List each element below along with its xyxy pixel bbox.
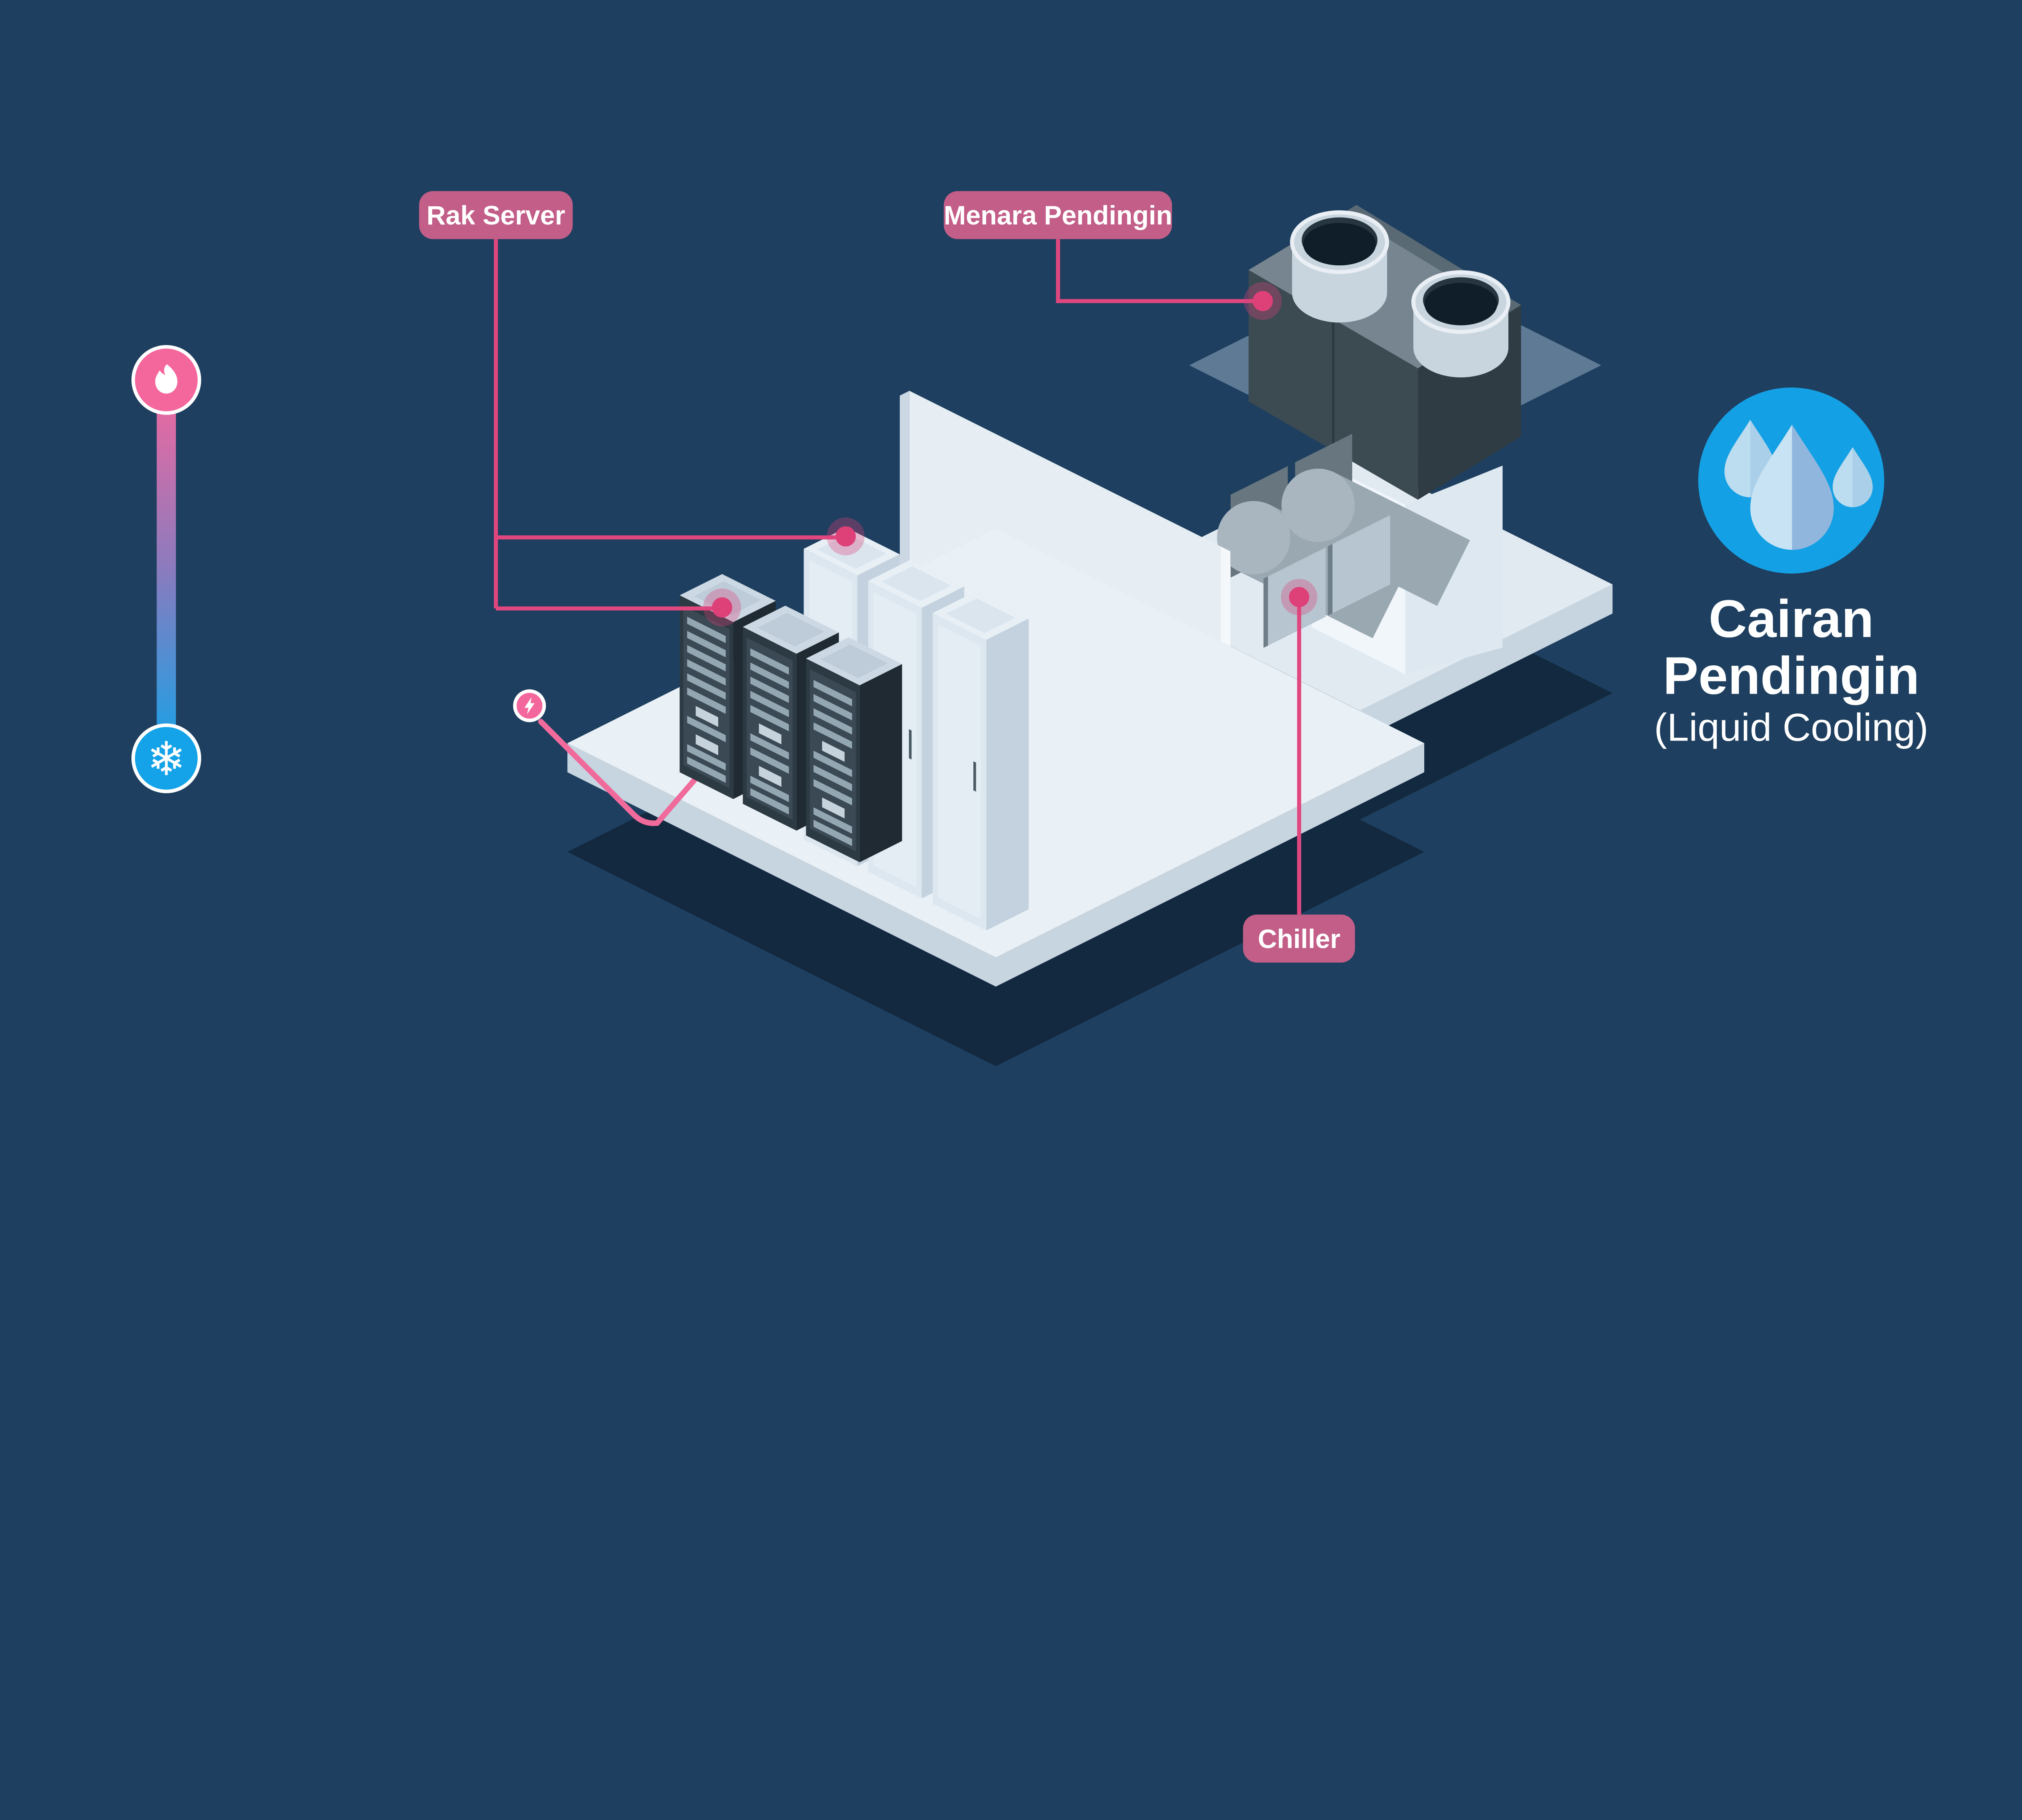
label-menara-pendingin-text: Menara Pendingin: [944, 201, 1172, 230]
connectors: [494, 239, 1318, 915]
connector-dot: [835, 526, 856, 547]
connector-menara-pendingin: [1056, 239, 1282, 320]
label-chiller-text: Chiller: [1258, 924, 1340, 954]
connector-dot: [1289, 587, 1309, 607]
water-drops-icon: [1698, 387, 1885, 574]
tower-fan-cylinder: [1411, 270, 1510, 378]
temperature-scale: ❄: [131, 345, 201, 794]
chiller-front-panel: [1328, 515, 1390, 616]
liquid-cooling-diagram: Rak Server Menara Pendingin Chiller ❄: [131, 191, 1929, 1067]
tower-fan-cylinder: [1290, 210, 1389, 323]
connector-dot: [1252, 291, 1273, 311]
label-rak-server: Rak Server: [419, 191, 573, 239]
legend-title-line1: Cairan: [1709, 589, 1874, 648]
label-rak-server-text: Rak Server: [427, 201, 565, 230]
cooling-tower: [1248, 205, 1521, 500]
lightning-icon: [513, 689, 546, 722]
server-rack: [806, 637, 902, 862]
connector-dot: [712, 597, 732, 618]
chiller-unit: [1217, 434, 1470, 648]
snowflake-icon: ❄: [131, 723, 201, 794]
label-chiller: Chiller: [1243, 914, 1355, 963]
label-menara-pendingin: Menara Pendingin: [944, 191, 1172, 239]
legend: Cairan Pendingin (Liquid Cooling): [1654, 387, 1929, 749]
temperature-gradient-bar: [157, 380, 176, 758]
legend-title-line2: Pendingin: [1663, 646, 1919, 705]
svg-text:❄: ❄: [147, 732, 186, 786]
flame-icon: [131, 345, 201, 415]
server-racks: [679, 574, 902, 862]
connector-rak-server: [494, 239, 865, 626]
connector-chiller: [1281, 579, 1318, 915]
legend-title-line3: (Liquid Cooling): [1654, 705, 1928, 749]
power-cable: [538, 719, 703, 826]
cabinet: [933, 592, 1029, 931]
